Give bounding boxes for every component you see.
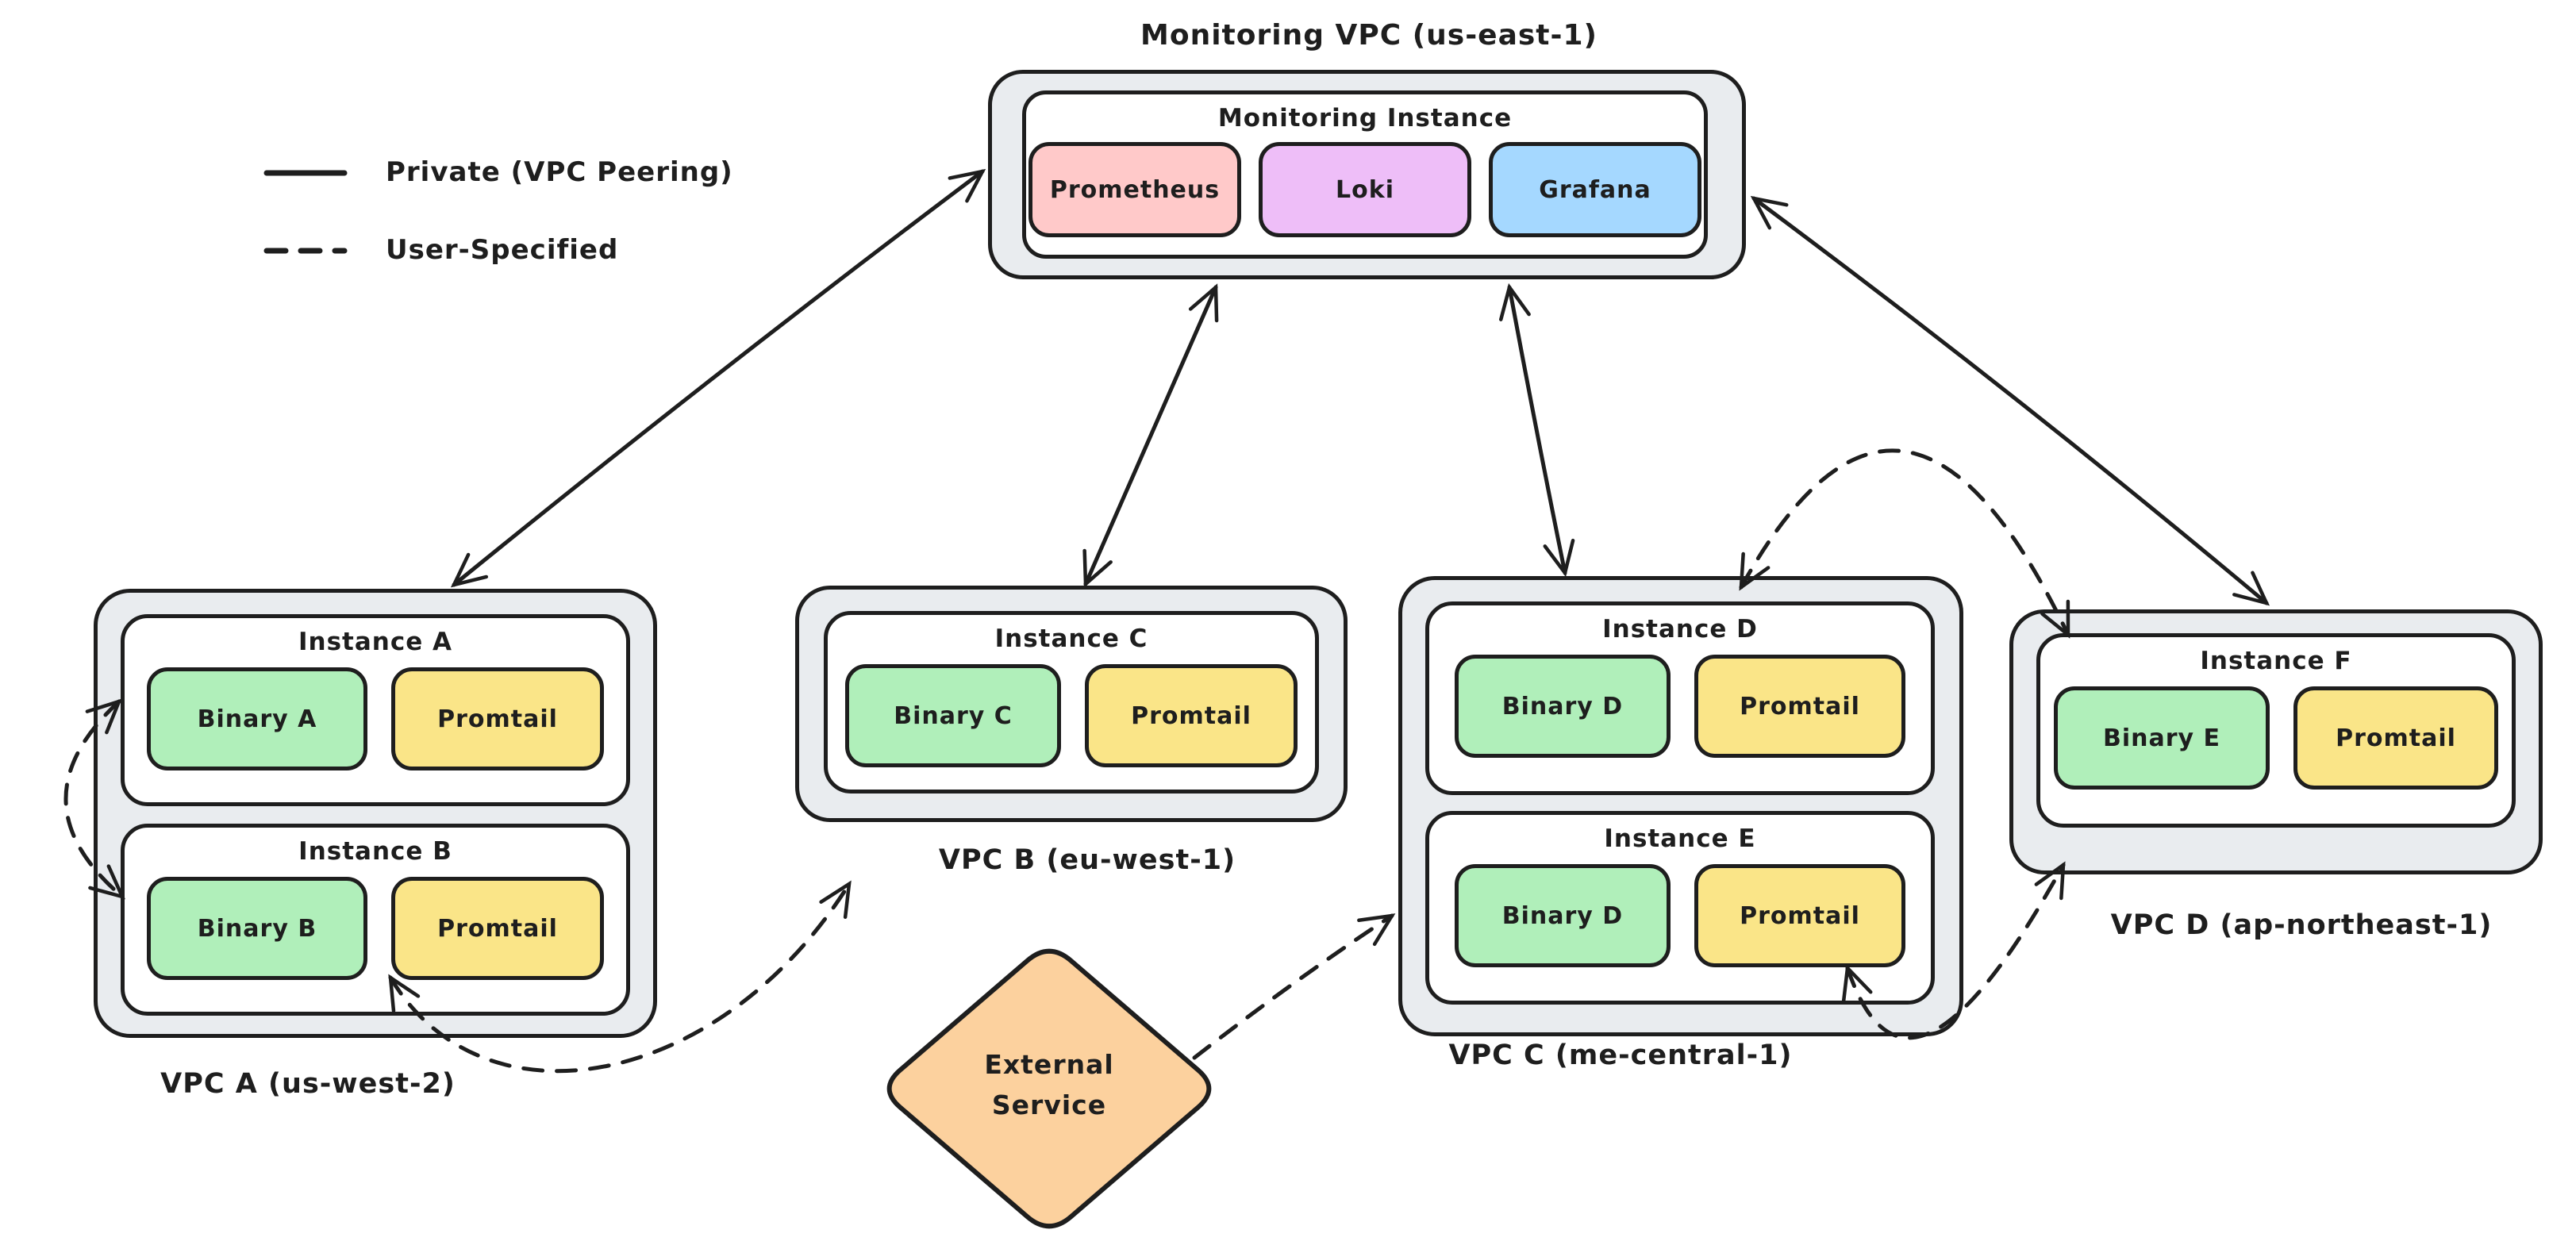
external-service-label: External Service <box>890 1044 1208 1125</box>
instance-d-label: Instance D <box>1602 615 1758 644</box>
binary-b-box: Binary B <box>147 877 367 980</box>
instance-e-label: Instance E <box>1604 824 1756 853</box>
monitoring-vpc-box: Monitoring Instance Prometheus Loki Graf… <box>988 70 1746 279</box>
legend-private-label: Private (VPC Peering) <box>386 156 733 188</box>
vpc-a-caption: VPC A (us-west-2) <box>160 1068 456 1100</box>
arrow-external-service-instance-e <box>1192 913 1396 1060</box>
external-service-label-line2: Service <box>991 1089 1107 1121</box>
instance-c-label: Instance C <box>994 624 1148 653</box>
promtail-label-a: Promtail <box>437 705 558 733</box>
vpc-a-box: Instance A Binary A Promtail Instance B … <box>94 589 657 1038</box>
binary-e-label-vpc-c: Binary D <box>1501 901 1624 930</box>
loki-label: Loki <box>1336 175 1394 204</box>
promtail-box-d: Promtail <box>1694 655 1905 758</box>
monitoring-instance-box: Monitoring Instance Prometheus Loki Graf… <box>1022 90 1708 259</box>
promtail-box-a: Promtail <box>391 667 604 770</box>
instance-c-box: Instance C Binary C Promtail <box>824 611 1319 793</box>
vpc-c-caption: VPC C (me-central-1) <box>1448 1039 1793 1071</box>
binary-e-box: Binary E <box>2054 686 2270 790</box>
grafana-box: Grafana <box>1489 142 1701 237</box>
instance-a-label: Instance A <box>298 628 453 656</box>
grafana-label: Grafana <box>1539 175 1651 204</box>
binary-d-label: Binary D <box>1501 692 1624 720</box>
promtail-box-f: Promtail <box>2293 686 2498 790</box>
prometheus-box: Prometheus <box>1028 142 1241 237</box>
instance-a-box: Instance A Binary A Promtail <box>121 614 630 806</box>
promtail-label-f: Promtail <box>2336 724 2456 752</box>
vpc-d-caption: VPC D (ap-northeast-1) <box>2110 909 2493 941</box>
monitoring-vpc-title: Monitoring VPC (us-east-1) <box>1140 19 1598 52</box>
promtail-label-c: Promtail <box>1131 701 1251 730</box>
binary-a-label: Binary A <box>197 705 317 733</box>
binary-e-label: Binary E <box>2102 724 2221 752</box>
monitoring-instance-label: Monitoring Instance <box>1217 104 1513 133</box>
instance-b-box: Instance B Binary B Promtail <box>121 824 630 1016</box>
promtail-label-e: Promtail <box>1740 901 1860 930</box>
loki-box: Loki <box>1259 142 1471 237</box>
binary-c-label: Binary C <box>894 701 1013 730</box>
instance-f-label: Instance F <box>2200 647 2352 675</box>
instance-e-box: Instance E Binary D Promtail <box>1425 811 1935 1005</box>
binary-c-box: Binary C <box>845 664 1061 767</box>
binary-e-box-vpc-c: Binary D <box>1455 864 1671 967</box>
promtail-box-e: Promtail <box>1694 864 1905 967</box>
vpc-d-box: Instance F Binary E Promtail <box>2009 609 2543 874</box>
external-service-label-line1: External <box>984 1049 1114 1080</box>
promtail-label-d: Promtail <box>1740 692 1860 720</box>
legend-user-specified-label: User-Specified <box>386 234 619 266</box>
binary-d-box: Binary D <box>1455 655 1671 758</box>
promtail-label-b: Promtail <box>437 914 558 943</box>
arrow-monitoring-vpc-c <box>1498 282 1575 578</box>
binary-a-box: Binary A <box>147 667 367 770</box>
arrow-monitoring-vpc-b <box>1082 283 1219 588</box>
arrow-monitoring-vpc-d <box>1750 195 2270 606</box>
promtail-box-c: Promtail <box>1085 664 1298 767</box>
promtail-box-b: Promtail <box>391 877 604 980</box>
binary-b-label: Binary B <box>197 914 317 943</box>
monitoring-services-row: Prometheus Loki Grafana <box>1028 142 1701 237</box>
vpc-b-caption: VPC B (eu-west-1) <box>938 844 1236 876</box>
prometheus-label: Prometheus <box>1049 175 1221 204</box>
vpc-b-box: Instance C Binary C Promtail <box>795 586 1348 822</box>
instance-b-label: Instance B <box>298 837 452 866</box>
instance-f-box: Instance F Binary E Promtail <box>2036 633 2516 828</box>
vpc-c-box: Instance D Binary D Promtail Instance E … <box>1398 576 1963 1036</box>
instance-d-box: Instance D Binary D Promtail <box>1425 601 1935 795</box>
